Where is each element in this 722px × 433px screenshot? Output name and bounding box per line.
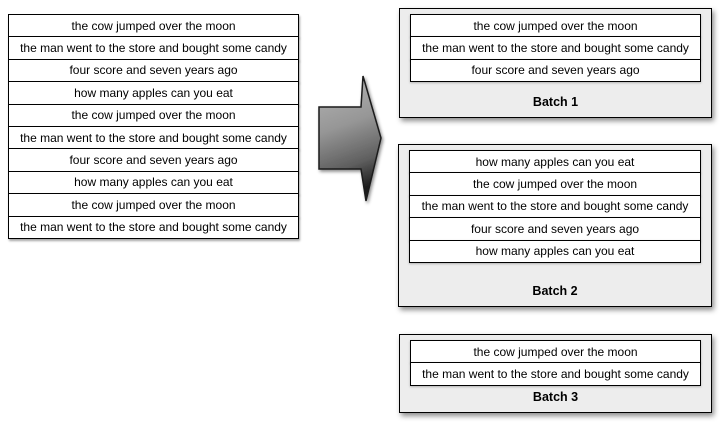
sentence-row: four score and seven years ago (8, 148, 299, 172)
batch-3-label: Batch 3 (532, 390, 579, 404)
sentence-row: the man went to the store and bought som… (409, 194, 701, 219)
sentence-row: the cow jumped over the moon (410, 340, 701, 364)
sentence-row: the man went to the store and bought som… (410, 36, 701, 60)
right-block-arrow-icon (310, 68, 394, 214)
sentence-row: the man went to the store and bought som… (8, 36, 299, 60)
sentence-row: how many apples can you eat (409, 239, 701, 263)
sentence-row: the cow jumped over the moon (409, 172, 701, 196)
batch-2-label: Batch 2 (532, 284, 578, 298)
batch-1-label: Batch 1 (532, 95, 579, 109)
sentence-row: four score and seven years ago (410, 58, 701, 83)
sentence-row: four score and seven years ago (409, 217, 701, 241)
sentence-row: the cow jumped over the moon (8, 193, 299, 217)
sentence-row: the man went to the store and bought som… (410, 362, 701, 386)
sentence-row: how many apples can you eat (8, 81, 299, 105)
sentence-row: the cow jumped over the moon (8, 103, 299, 127)
sentence-row: the man went to the store and bought som… (8, 125, 299, 150)
sentence-row: the cow jumped over the moon (410, 14, 701, 38)
sentence-row: the man went to the store and bought som… (8, 215, 299, 239)
sentence-row: four score and seven years ago (8, 58, 299, 83)
sentence-row: how many apples can you eat (8, 170, 299, 195)
sentence-row: the cow jumped over the moon (8, 14, 299, 38)
sentence-row: how many apples can you eat (409, 150, 701, 174)
